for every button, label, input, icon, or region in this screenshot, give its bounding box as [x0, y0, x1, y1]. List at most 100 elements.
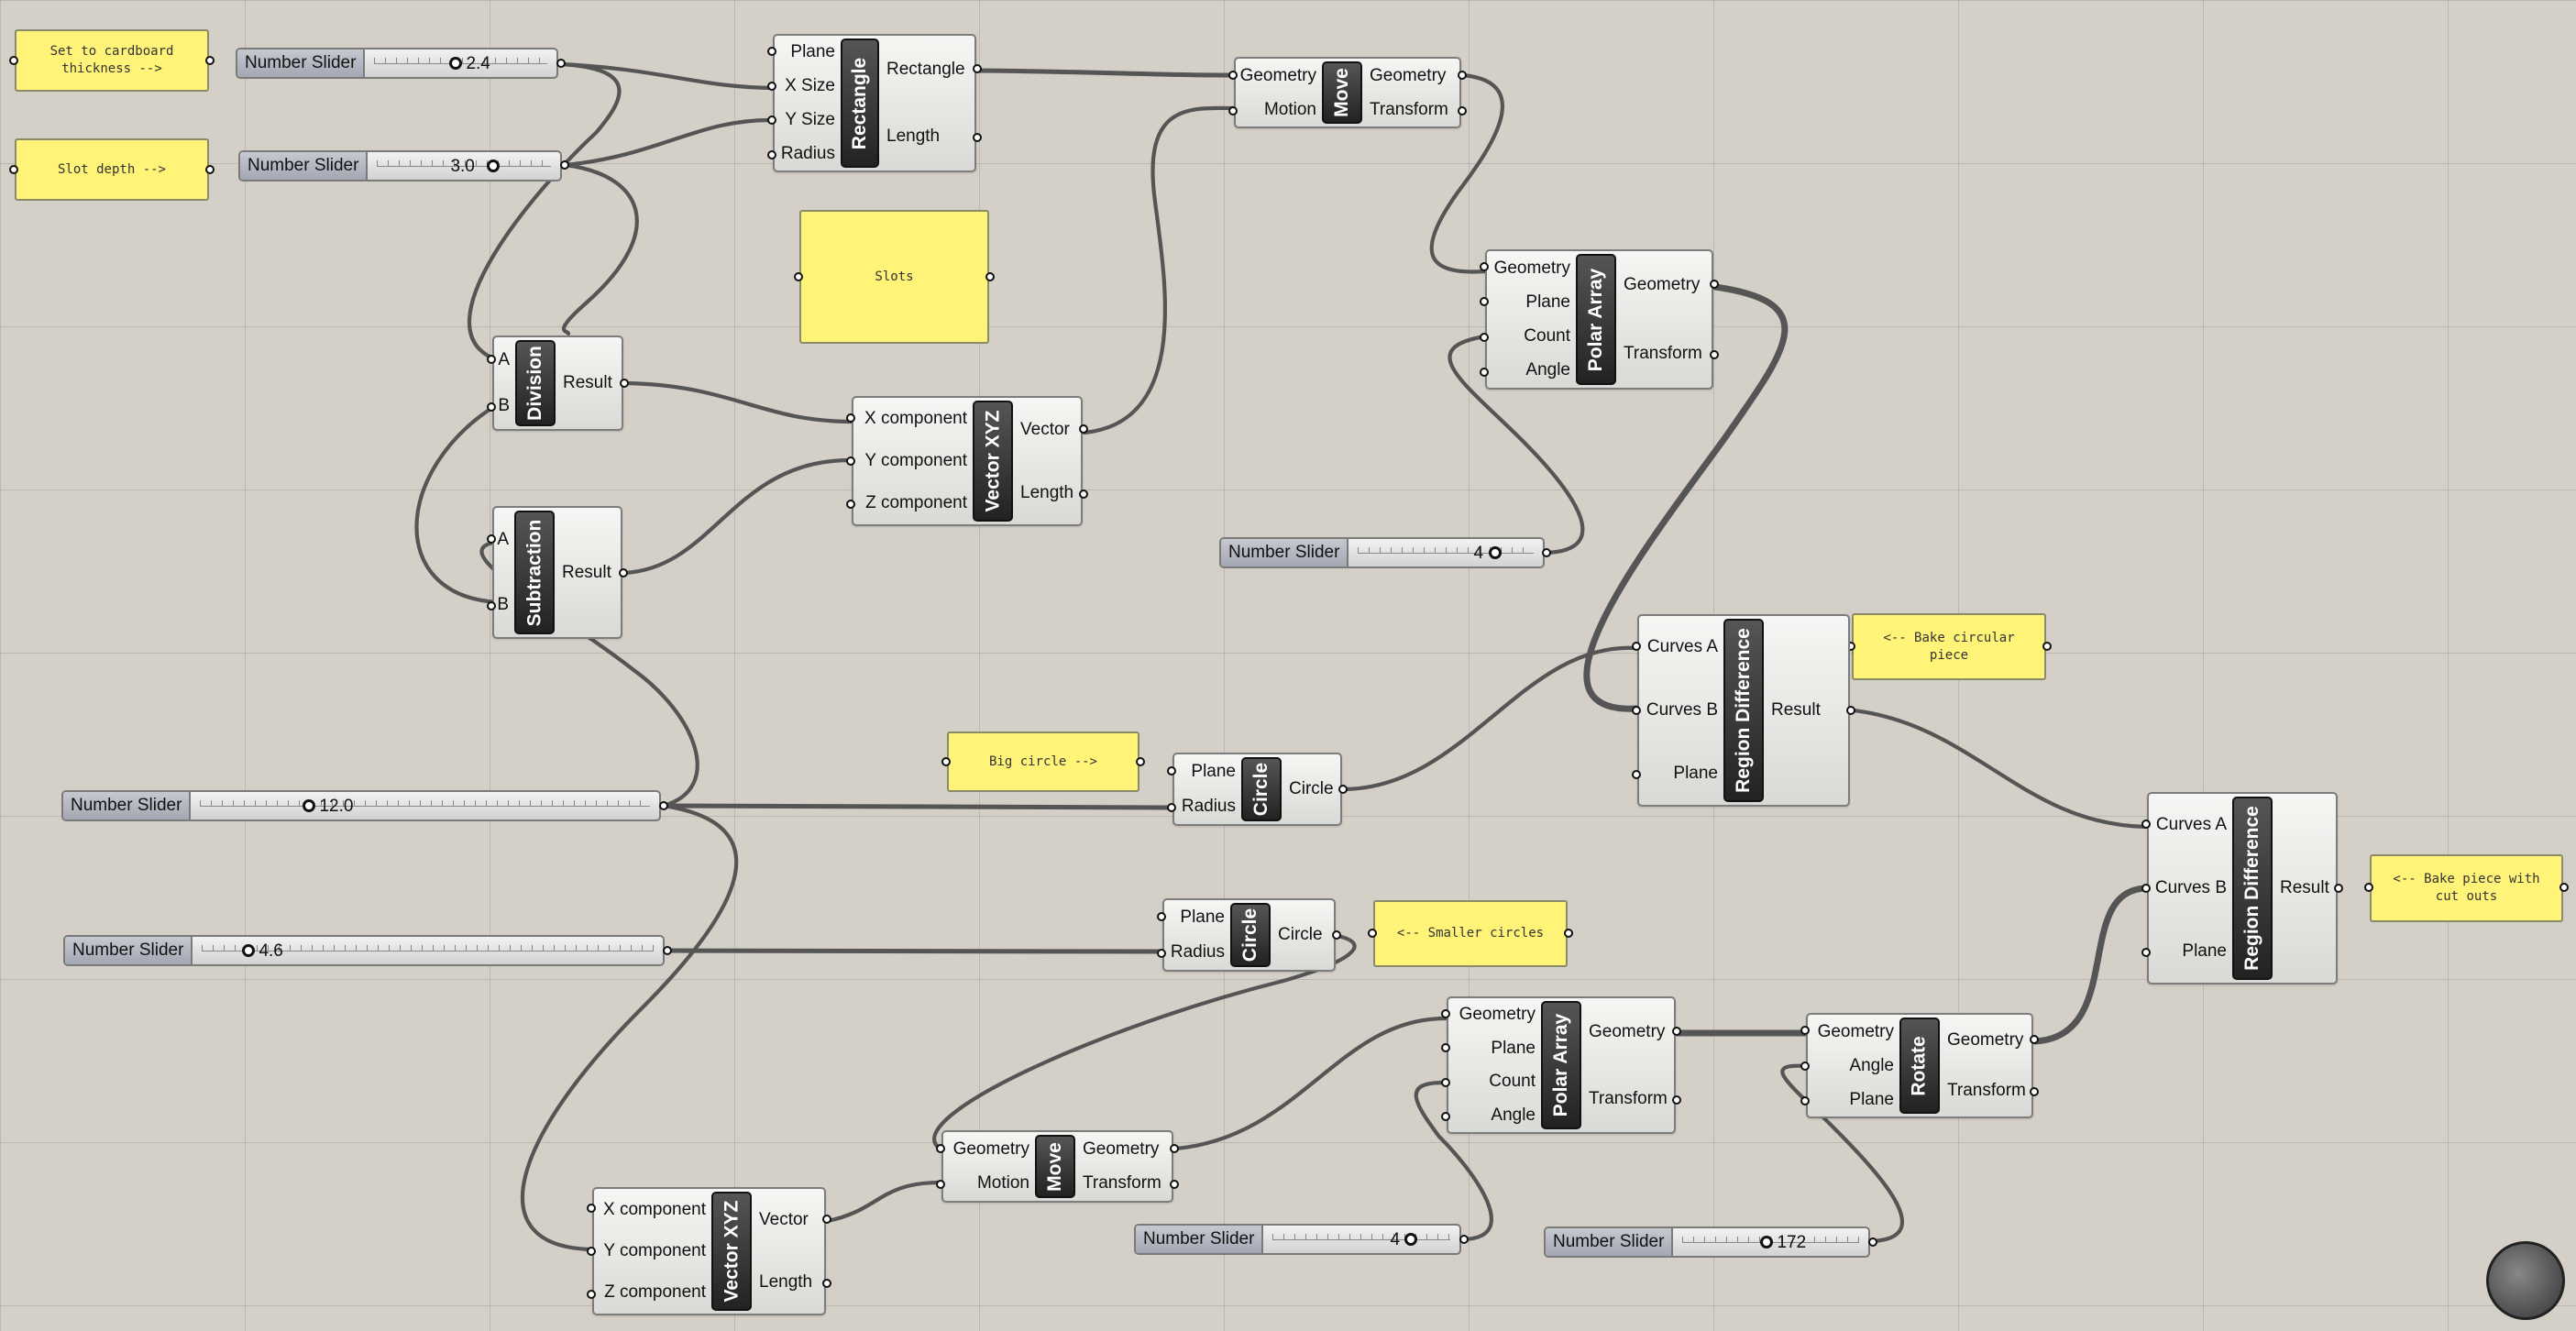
input-geometry[interactable]: Geometry — [1459, 1005, 1536, 1025]
panel-output-grip[interactable] — [2042, 642, 2052, 651]
component-title[interactable]: Circle — [1241, 757, 1282, 821]
panel-output-grip[interactable] — [2559, 883, 2569, 892]
input-plane[interactable]: Plane — [1191, 762, 1236, 781]
output-result[interactable]: Result — [562, 562, 611, 582]
panel-cardboard-thickness[interactable]: Set to cardboard thickness --> — [15, 29, 209, 92]
input-plane[interactable]: Plane — [790, 42, 835, 62]
input-radius[interactable]: Radius — [780, 143, 835, 163]
output-length[interactable]: Length — [886, 126, 941, 147]
output-grip[interactable] — [1170, 1143, 1179, 1153]
output-length[interactable]: Length — [759, 1272, 813, 1292]
slider-output-grip[interactable] — [1459, 1235, 1469, 1244]
input-grip[interactable] — [936, 1143, 945, 1153]
input-curves-b[interactable]: Curves B — [2154, 877, 2227, 897]
panel-output-grip[interactable] — [1136, 757, 1145, 766]
input-grip[interactable] — [1632, 642, 1641, 651]
output-rectangle[interactable]: Rectangle — [886, 59, 965, 79]
output-result[interactable]: Result — [2280, 878, 2329, 897]
component-title[interactable]: Subtraction — [514, 511, 555, 634]
slider-knob[interactable] — [1489, 546, 1503, 559]
output-grip[interactable] — [1710, 349, 1719, 359]
output-geometry[interactable]: Geometry — [1370, 65, 1447, 85]
output-grip[interactable] — [2334, 884, 2343, 893]
input-grip[interactable] — [1800, 1095, 1810, 1106]
input-grip[interactable] — [1167, 766, 1176, 776]
output-grip[interactable] — [2030, 1087, 2039, 1097]
input-grip[interactable] — [1157, 912, 1166, 921]
slider-output-grip[interactable] — [659, 801, 668, 810]
component-title[interactable]: Move — [1322, 61, 1362, 124]
input-grip[interactable] — [767, 81, 776, 91]
slider-track[interactable]: 4.6 — [193, 937, 663, 964]
input-curves-b[interactable]: Curves B — [1646, 699, 1718, 720]
panel-input-grip[interactable] — [2364, 883, 2373, 892]
component-title[interactable]: Rotate — [1899, 1018, 1940, 1114]
component-title[interactable]: Circle — [1230, 903, 1271, 967]
component-title[interactable]: Move — [1035, 1135, 1075, 1198]
input-grip[interactable] — [1441, 1112, 1450, 1122]
panel-slot-depth[interactable]: Slot depth --> — [15, 138, 209, 201]
panel-slots[interactable]: Slots — [799, 210, 989, 344]
number-slider-count-bottom[interactable]: Number Slider 4 — [1134, 1224, 1461, 1255]
output-circle[interactable]: Circle — [1278, 925, 1323, 944]
slider-output-grip[interactable] — [1868, 1238, 1877, 1247]
input-grip[interactable] — [1480, 332, 1489, 342]
output-grip[interactable] — [822, 1279, 831, 1288]
output-grip[interactable] — [1332, 930, 1341, 940]
number-slider-thickness[interactable]: Number Slider 2.4 — [236, 48, 558, 79]
panel-output-grip[interactable] — [205, 165, 215, 174]
input-radius[interactable]: Radius — [1181, 797, 1236, 816]
input-angle[interactable]: Angle — [1849, 1055, 1894, 1075]
input-grip[interactable] — [1167, 803, 1176, 812]
input-grip[interactable] — [1157, 949, 1166, 958]
output-grip[interactable] — [1672, 1094, 1681, 1105]
input-plane[interactable]: Plane — [2182, 940, 2227, 961]
component-title[interactable]: Polar Array — [1576, 254, 1616, 385]
output-grip[interactable] — [1710, 280, 1719, 290]
input-curves-a[interactable]: Curves A — [1646, 637, 1718, 657]
input-grip[interactable] — [487, 355, 496, 364]
input-grip[interactable] — [487, 534, 496, 544]
input-grip[interactable] — [2141, 820, 2151, 829]
output-grip[interactable] — [1672, 1026, 1681, 1036]
output-grip[interactable] — [822, 1215, 831, 1224]
input-b[interactable]: B — [498, 396, 510, 415]
input-grip[interactable] — [1480, 367, 1489, 377]
input-grip[interactable] — [1800, 1026, 1810, 1036]
output-geometry[interactable]: Geometry — [1083, 1138, 1160, 1159]
output-grip[interactable] — [1846, 706, 1855, 715]
slider-track[interactable]: 3.0 — [368, 152, 560, 180]
input-grip[interactable] — [1228, 105, 1238, 116]
input-grip[interactable] — [846, 412, 855, 423]
output-length[interactable]: Length — [1020, 482, 1074, 502]
output-grip[interactable] — [2030, 1034, 2039, 1044]
input-grip[interactable] — [487, 600, 496, 610]
input-plane[interactable]: Plane — [1673, 763, 1718, 783]
input-y-component[interactable]: Y component — [603, 1240, 706, 1260]
panel-output-grip[interactable] — [985, 272, 995, 281]
output-result[interactable]: Result — [563, 373, 612, 392]
output-transform[interactable]: Transform — [1370, 99, 1448, 119]
slider-output-grip[interactable] — [1542, 548, 1551, 557]
input-angle[interactable]: Angle — [1525, 360, 1570, 380]
component-title[interactable]: Region Difference — [2232, 797, 2273, 980]
input-grip[interactable] — [1480, 262, 1489, 272]
input-y-component[interactable]: Y component — [864, 451, 967, 470]
number-slider-rotate-angle[interactable]: Number Slider 172 — [1544, 1226, 1870, 1258]
number-slider-count-top[interactable]: Number Slider 4 — [1219, 537, 1545, 568]
input-count[interactable]: Count — [1489, 1072, 1536, 1092]
output-grip[interactable] — [619, 567, 628, 578]
input-curves-a[interactable]: Curves A — [2155, 815, 2227, 835]
input-grip[interactable] — [1441, 1077, 1450, 1087]
output-geometry[interactable]: Geometry — [1589, 1021, 1666, 1041]
panel-input-grip[interactable] — [794, 272, 803, 281]
input-grip[interactable] — [2141, 948, 2151, 957]
input-grip[interactable] — [936, 1180, 945, 1190]
